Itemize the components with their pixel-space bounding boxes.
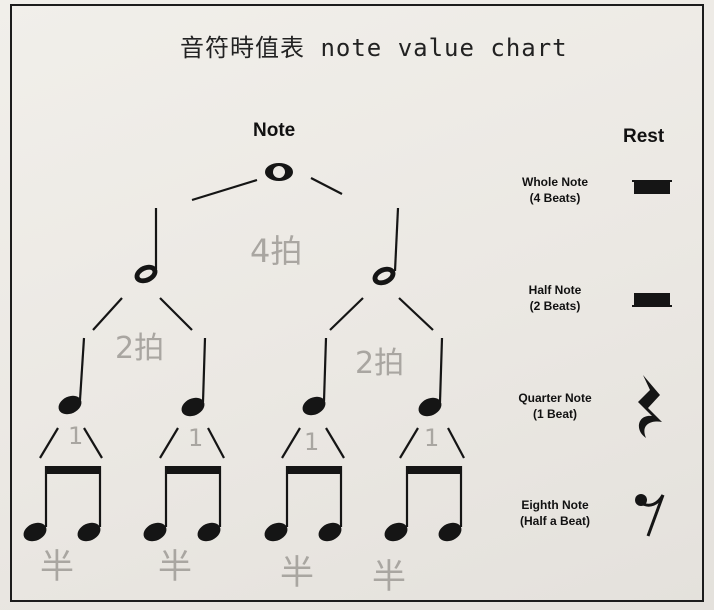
- eighth-note-pair-icon: [384, 466, 463, 542]
- quarter-note-beats: (1 Beat): [532, 407, 577, 421]
- half-note-name: Half Note: [528, 283, 582, 297]
- half-note-left-icon: [134, 208, 158, 284]
- chart-title: 音符時值表 note value chart: [180, 34, 568, 62]
- half-rest-icon: [632, 293, 672, 307]
- note-column-header: Note: [253, 120, 296, 141]
- half-to-quarter-branches: [92, 297, 434, 331]
- quarter-note-label: Quarter Note (1 Beat): [490, 390, 620, 422]
- eighth-note-pair-icon: [143, 466, 222, 542]
- whole-rest-icon: [632, 180, 672, 194]
- handwriting-half-beat: 半: [372, 557, 406, 597]
- quarter-note-name: Quarter Note: [518, 391, 592, 405]
- whole-to-half-branches: [191, 177, 343, 202]
- quarter-note-icon: [181, 337, 207, 417]
- eighth-note-pair-icon: [264, 466, 343, 542]
- rest-column-header: Rest: [623, 126, 665, 147]
- handwriting-two-beats: 2拍: [115, 331, 164, 366]
- quarter-notes: [58, 337, 444, 417]
- whole-note-name: Whole Note: [522, 175, 588, 189]
- eighth-note-pairs: [23, 466, 463, 542]
- rest-symbols: [632, 180, 672, 537]
- handwriting-one-beat: 1: [424, 424, 439, 452]
- whole-note-beats: (4 Beats): [529, 191, 581, 205]
- handwritten-annotations: 4拍 2拍 2拍 1 1 1 1 半 半 半 半: [40, 232, 439, 597]
- quarter-note-icon: [302, 337, 328, 416]
- handwriting-half-beat: 半: [40, 547, 74, 587]
- whole-note-label: Whole Note (4 Beats): [490, 174, 620, 206]
- eighth-note-label: Eighth Note (Half a Beat): [490, 497, 620, 529]
- handwriting-one-beat: 1: [68, 422, 83, 450]
- quarter-note-icon: [418, 337, 444, 417]
- handwriting-one-beat: 1: [304, 428, 319, 456]
- half-note-beats: (2 Beats): [529, 299, 581, 313]
- quarter-rest-icon: [638, 375, 662, 438]
- eighth-note-pair-icon: [23, 466, 102, 542]
- handwriting-half-beat: 半: [158, 547, 192, 587]
- quarter-note-icon: [58, 337, 86, 415]
- quarter-to-eighth-branches: [39, 427, 465, 459]
- handwriting-four-beats: 4拍: [250, 232, 302, 270]
- eighth-note-beats: (Half a Beat): [519, 514, 590, 528]
- eighth-rest-icon: [635, 494, 665, 537]
- handwriting-two-beats: 2拍: [355, 346, 404, 381]
- whole-note-icon: [265, 163, 293, 181]
- eighth-note-name: Eighth Note: [521, 498, 589, 512]
- handwriting-one-beat: 1: [188, 424, 203, 452]
- half-note-right-icon: [372, 207, 400, 286]
- half-note-label: Half Note (2 Beats): [490, 282, 620, 314]
- handwriting-half-beat: 半: [280, 553, 314, 593]
- chart-frame: [10, 4, 704, 602]
